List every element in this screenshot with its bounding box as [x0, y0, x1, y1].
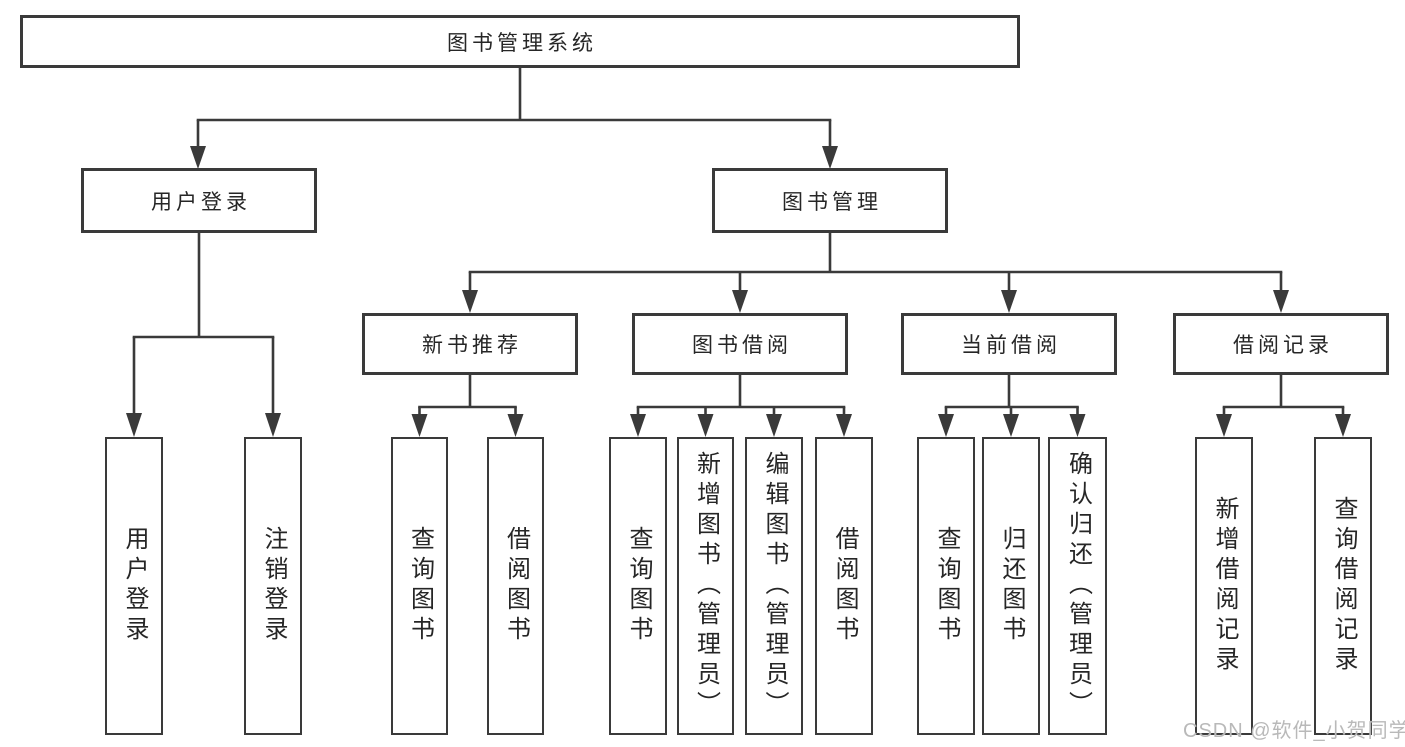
- leaf-record-add: 新增借阅记录: [1195, 437, 1253, 735]
- node-book-management-module: 图书管理: [712, 168, 948, 233]
- watermark: CSDN @软件_小贺同学: [1183, 720, 1405, 742]
- leaf-user-login-label: 用户登录: [121, 526, 148, 646]
- node-borrow-records: 借阅记录: [1173, 313, 1389, 375]
- leaf-borrow-edit-admin-label: 编辑图书（管理员）: [761, 451, 788, 721]
- leaf-borrow-add-admin-label: 新增图书（管理员）: [692, 451, 720, 721]
- leaf-record-query: 查询借阅记录: [1314, 437, 1372, 735]
- leaf-current-query-label: 查询图书: [933, 526, 960, 646]
- leaf-current-confirm-admin-label: 确认归还（管理员）: [1064, 451, 1092, 721]
- leaf-current-confirm-admin: 确认归还（管理员）: [1048, 437, 1107, 735]
- leaf-user-login: 用户登录: [105, 437, 163, 735]
- node-current-borrowing: 当前借阅: [901, 313, 1117, 375]
- node-current-borrowing-label: 当前借阅: [961, 334, 1061, 357]
- node-book-borrowing: 图书借阅: [632, 313, 848, 375]
- node-book-borrowing-label: 图书借阅: [692, 334, 792, 357]
- leaf-logout: 注销登录: [244, 437, 302, 735]
- leaf-borrow-borrow: 借阅图书: [815, 437, 873, 735]
- leaf-current-query: 查询图书: [917, 437, 975, 735]
- node-new-book-recommend: 新书推荐: [362, 313, 578, 375]
- node-root: 图书管理系统: [20, 15, 1020, 68]
- leaf-borrow-query-label: 查询图书: [625, 526, 652, 646]
- node-root-label: 图书管理系统: [447, 31, 597, 55]
- leaf-borrow-borrow-label: 借阅图书: [831, 526, 858, 646]
- leaf-newbook-borrow: 借阅图书: [487, 437, 544, 735]
- node-user-login-module-label: 用户登录: [151, 190, 251, 214]
- leaf-newbook-query: 查询图书: [391, 437, 448, 735]
- leaf-logout-label: 注销登录: [260, 526, 287, 646]
- leaf-borrow-query: 查询图书: [609, 437, 667, 735]
- leaf-borrow-add-admin: 新增图书（管理员）: [677, 437, 734, 735]
- leaf-newbook-query-label: 查询图书: [406, 526, 434, 646]
- node-book-management-module-label: 图书管理: [782, 190, 882, 214]
- leaf-newbook-borrow-label: 借阅图书: [502, 526, 530, 646]
- leaf-borrow-edit-admin: 编辑图书（管理员）: [745, 437, 803, 735]
- leaf-current-return: 归还图书: [982, 437, 1040, 735]
- node-new-book-recommend-label: 新书推荐: [422, 334, 522, 357]
- leaf-record-query-label: 查询借阅记录: [1330, 496, 1357, 676]
- leaf-current-return-label: 归还图书: [998, 526, 1025, 646]
- node-user-login-module: 用户登录: [81, 168, 317, 233]
- leaf-record-add-label: 新增借阅记录: [1211, 496, 1238, 676]
- node-borrow-records-label: 借阅记录: [1233, 334, 1333, 357]
